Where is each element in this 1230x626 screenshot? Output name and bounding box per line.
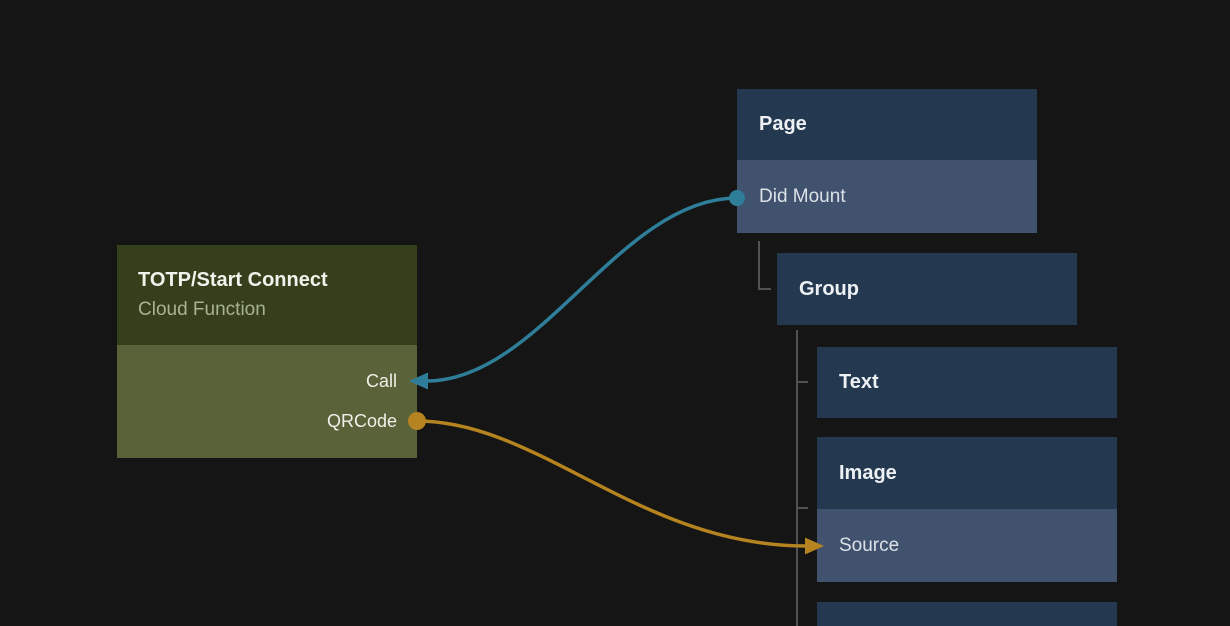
output-port-row-call[interactable]: Call bbox=[117, 361, 417, 401]
tree-node-partial[interactable] bbox=[817, 602, 1117, 626]
tree-connector-page-group-elbow bbox=[758, 288, 771, 290]
tree-connector-page-group-vertical bbox=[758, 241, 760, 289]
page-did-mount-label: Did Mount bbox=[759, 185, 846, 207]
partial-node-header[interactable] bbox=[817, 602, 1117, 626]
tree-node-group[interactable]: Group bbox=[777, 253, 1077, 325]
tree-node-text[interactable]: Text bbox=[817, 347, 1117, 418]
text-node-title: Text bbox=[839, 371, 879, 393]
group-node-title: Group bbox=[799, 277, 859, 300]
tree-connector-image-tick bbox=[796, 507, 808, 509]
cloud-function-title: TOTP/Start Connect bbox=[138, 269, 328, 291]
page-did-mount-row[interactable]: Did Mount bbox=[737, 160, 1037, 233]
tree-node-image[interactable]: Image Source bbox=[817, 437, 1117, 582]
cloud-function-node[interactable]: TOTP/Start Connect Cloud Function Call Q… bbox=[117, 245, 417, 458]
wire-qrcode-to-source[interactable] bbox=[416, 419, 807, 548]
image-source-row[interactable]: Source bbox=[817, 509, 1117, 582]
image-node-header[interactable]: Image bbox=[817, 437, 1117, 509]
cloud-function-node-header[interactable]: TOTP/Start Connect Cloud Function bbox=[117, 245, 417, 345]
cloud-function-subtitle: Cloud Function bbox=[138, 299, 266, 320]
wire-did-mount-to-call[interactable] bbox=[426, 196, 738, 383]
text-node-header[interactable]: Text bbox=[817, 347, 1117, 418]
page-node-header[interactable]: Page bbox=[737, 89, 1037, 160]
output-port-label-qrcode: QRCode bbox=[326, 410, 397, 431]
output-port-row-qrcode[interactable]: QRCode bbox=[117, 401, 417, 441]
tree-node-page[interactable]: Page Did Mount bbox=[737, 89, 1037, 233]
image-node-title: Image bbox=[839, 461, 897, 484]
image-source-label: Source bbox=[839, 534, 900, 556]
page-node-title: Page bbox=[759, 113, 807, 135]
output-port-label-call: Call bbox=[365, 370, 397, 391]
group-node-header[interactable]: Group bbox=[777, 253, 1077, 325]
tree-connector-group-children-vertical bbox=[796, 330, 798, 626]
tree-connector-text-tick bbox=[796, 381, 808, 383]
cloud-function-node-body[interactable]: Call QRCode bbox=[117, 345, 417, 458]
